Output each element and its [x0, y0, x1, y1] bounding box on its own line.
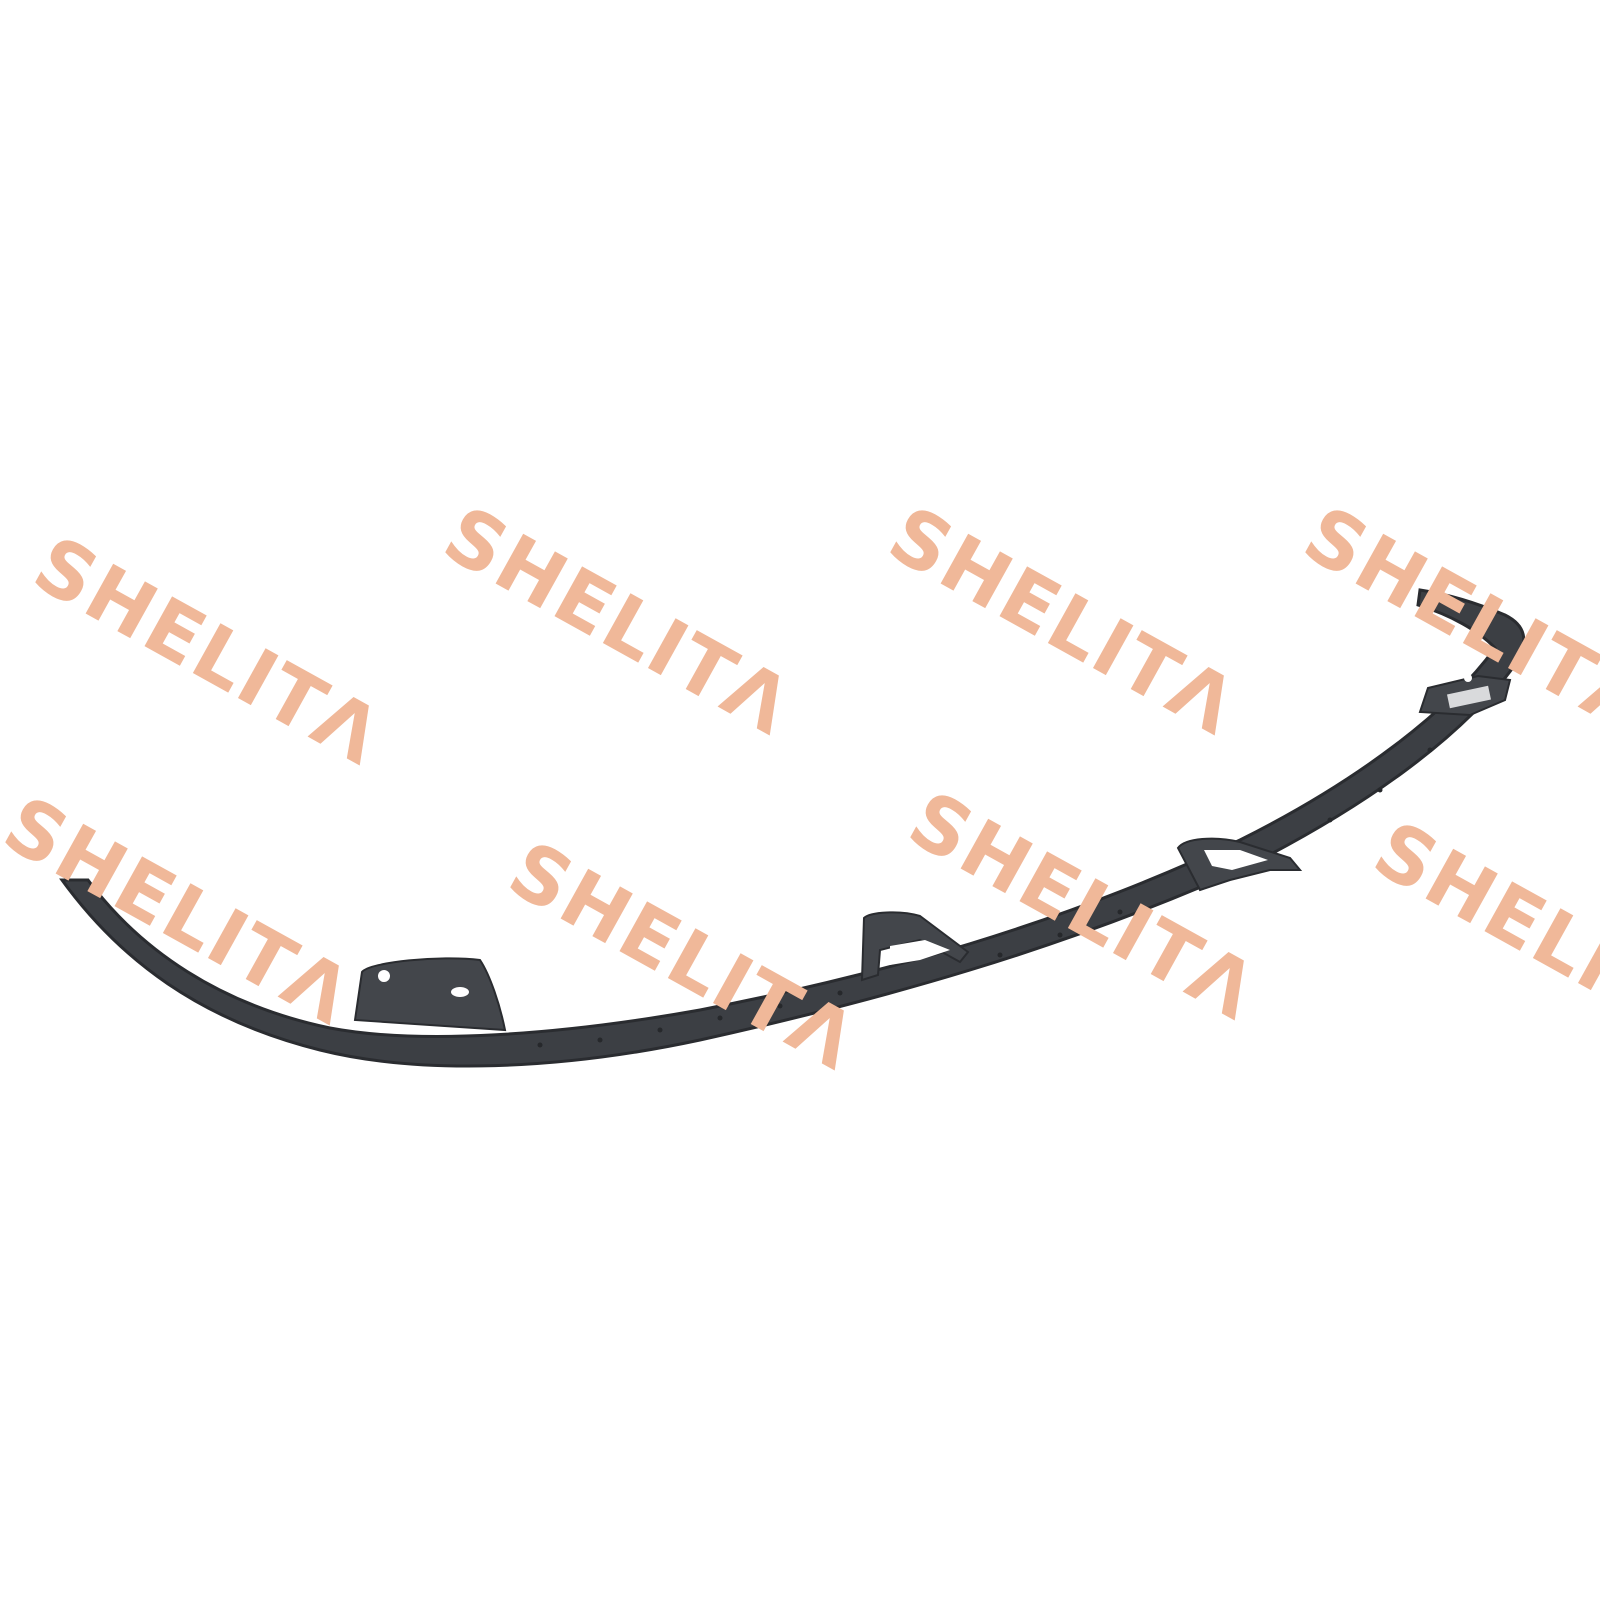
mount-hole	[1464, 674, 1472, 682]
bracket-arm-1	[860, 911, 970, 982]
surface-rivets	[537, 747, 1433, 1048]
part-label-sticker	[1447, 685, 1491, 709]
mount-hole	[451, 987, 469, 997]
bracket-window-1	[890, 940, 950, 965]
mount-hole	[378, 970, 390, 982]
left-mount-tab	[353, 957, 507, 1032]
bracket-window-2	[1204, 850, 1268, 870]
bracket-strip	[59, 588, 1526, 1068]
